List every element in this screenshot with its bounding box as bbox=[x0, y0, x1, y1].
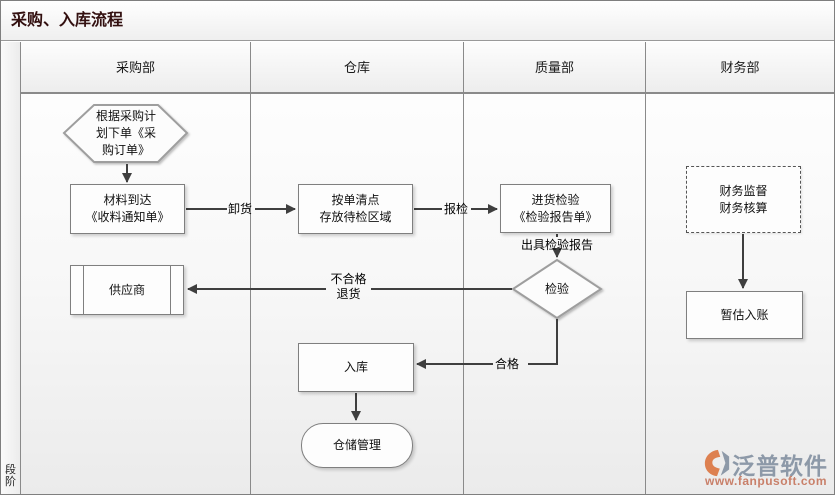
edge-label-unqualified: 不合格 退货 bbox=[330, 272, 367, 301]
page-title: 采购、入库流程 bbox=[1, 1, 834, 41]
edge-label-issue-report: 出具检验报告 bbox=[520, 238, 593, 252]
lane-header-finance: 财务部 bbox=[646, 42, 834, 94]
phase-char: 阶 bbox=[5, 476, 16, 488]
lane-header-procurement: 采购部 bbox=[21, 42, 250, 94]
node-estimated-booking: 暂估入账 bbox=[686, 291, 803, 339]
lane-header-warehouse: 仓库 bbox=[251, 42, 463, 94]
edge-label-unload: 卸货 bbox=[228, 202, 253, 216]
node-order-plan: 根据采购计 划下单《采 购订单》 bbox=[95, 108, 156, 157]
node-warehouse-management: 仓储管理 bbox=[301, 423, 413, 468]
lane-quality: 质量部 bbox=[464, 42, 646, 494]
watermark-brand-text: 泛普软件 bbox=[732, 453, 828, 479]
fanpu-logo-icon bbox=[704, 449, 730, 477]
node-finance-supervision: 财务监督 财务核算 bbox=[686, 166, 801, 233]
phase-char: 段 bbox=[5, 464, 16, 476]
lane-finance: 财务部 bbox=[646, 42, 834, 494]
phase-label: 段 阶 bbox=[1, 464, 20, 488]
node-count-storage: 按单清点 存放待检区域 bbox=[298, 184, 413, 234]
node-supplier: 供应商 bbox=[70, 265, 184, 315]
watermark-url-text: www.fanpusoft.com bbox=[705, 474, 828, 488]
node-incoming-inspection: 进货检验 《检验报告单》 bbox=[500, 184, 611, 233]
node-material-arrival: 材料到达 《收料通知单》 bbox=[70, 184, 185, 234]
edge-label-qualified: 合格 bbox=[495, 357, 520, 371]
phase-strip: 段 阶 bbox=[1, 42, 21, 494]
edge-label-submit-inspection: 报检 bbox=[444, 202, 469, 216]
lane-header-quality: 质量部 bbox=[464, 42, 645, 94]
node-inspection-decision: 检验 bbox=[544, 281, 569, 296]
watermark: 泛普软件 www.fanpusoft.com bbox=[701, 447, 833, 491]
node-warehouse-in: 入库 bbox=[298, 343, 414, 392]
